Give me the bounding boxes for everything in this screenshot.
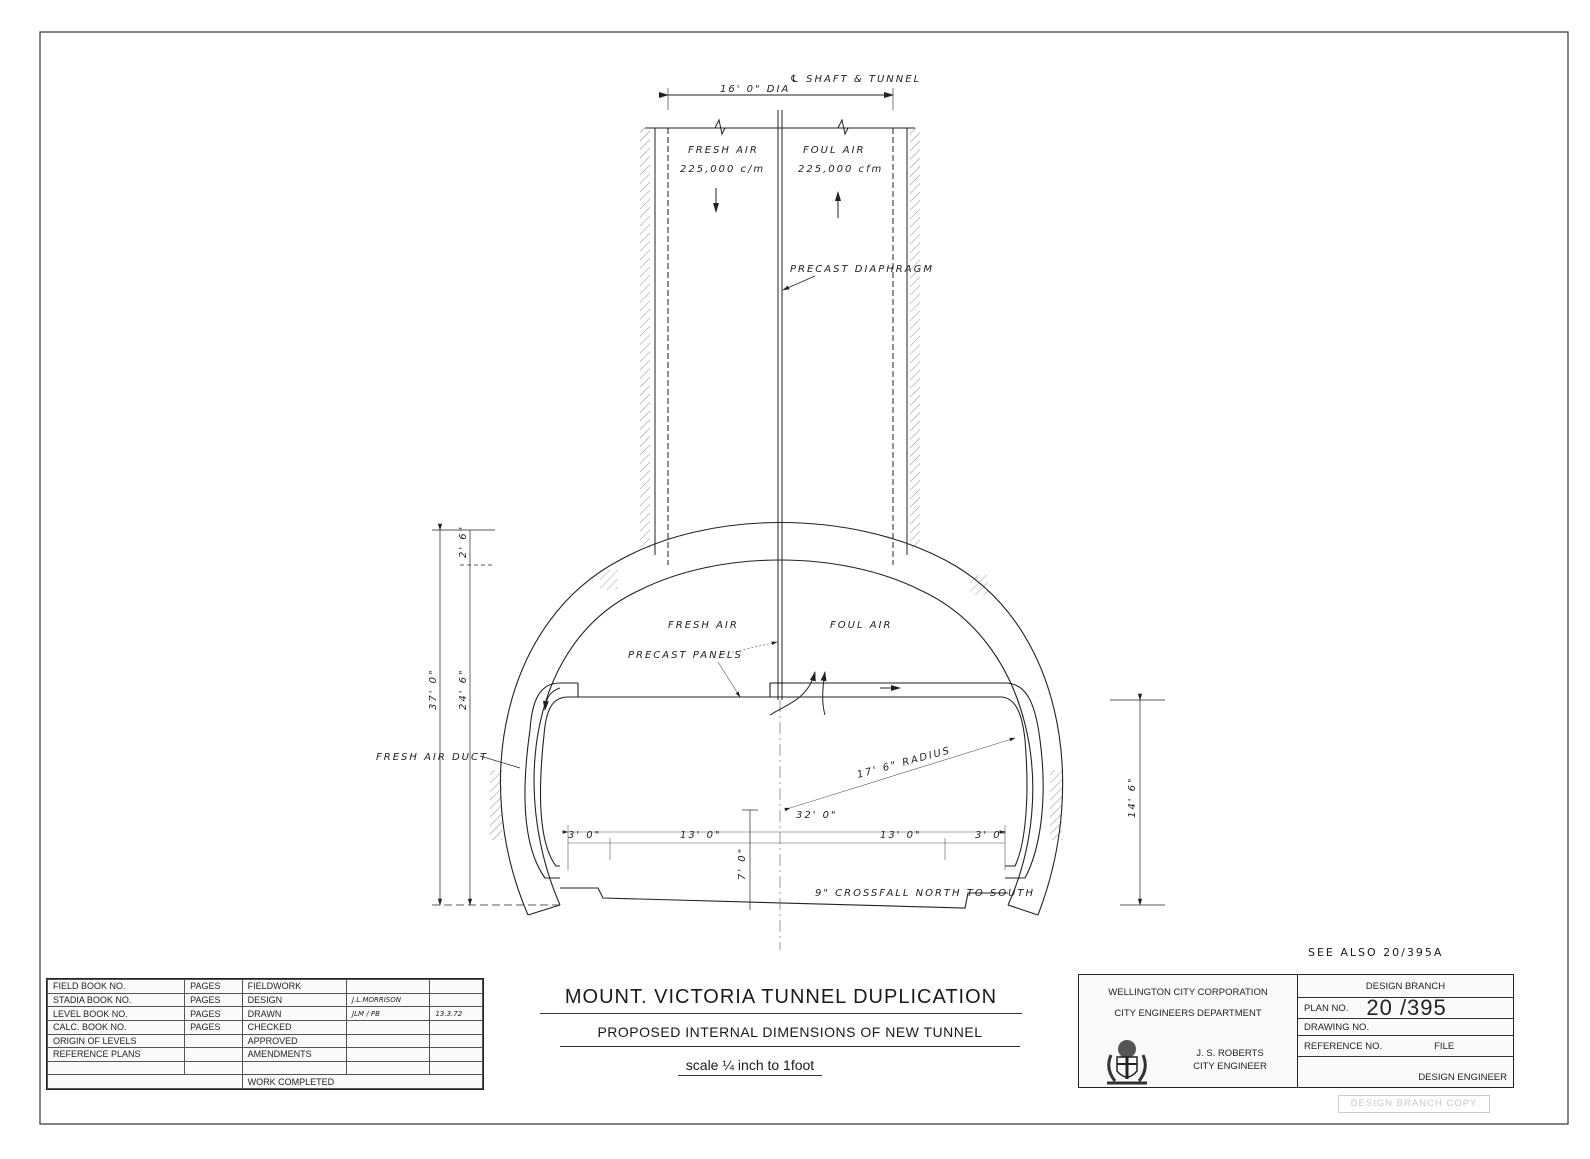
headroom-label: 7' 0" [737, 847, 748, 880]
segment-2-label: 13' 0" [680, 830, 722, 841]
diaphragm-label: PRECAST DIAPHRAGM [790, 264, 934, 275]
see-also-note: SEE ALSO 20/395A [1308, 946, 1444, 959]
ventilation-shaft [640, 110, 920, 700]
inner-height-label: 24' 6" [458, 668, 469, 710]
shaft-dia-dimension: 16' 0" DIA ℄ SHAFT & TUNNEL [659, 74, 921, 110]
overall-height-label: 37' 0" [428, 668, 439, 710]
engineer-title: CITY ENGINEER [1193, 1061, 1267, 1072]
branch-label: DESIGN BRANCH [1365, 980, 1446, 992]
scale-label: scale ¼ inch to 1foot [677, 1057, 823, 1076]
airflow-arrow-icon [820, 671, 827, 716]
width-dimensions [562, 825, 1006, 870]
height-dimensions [432, 523, 1165, 906]
table-row: WORK COMPLETED [47, 1074, 484, 1089]
tunnel-fresh-air-label: FRESH AIR [668, 620, 739, 631]
airflow-arrow-icon [769, 671, 816, 716]
table-row [46, 1060, 483, 1076]
shaft-fresh-air-label: FRESH AIR [688, 145, 759, 156]
plan-no-label: PLAN NO. [1304, 1002, 1349, 1014]
title-block: MOUNT. VICTORIA TUNNEL DUPLICATION PROPO… [540, 980, 1040, 1090]
tunnel-lining [499, 522, 1064, 916]
segment-4-label: 3' 0" [975, 830, 1008, 841]
page-title: MOUNT. VICTORIA TUNNEL DUPLICATION [540, 980, 1022, 1014]
shaft-fresh-air-flow: 225,000 c/m [680, 164, 765, 175]
corporation-block: WELLINGTON CITY CORPORATION CITY ENGINEE… [1078, 974, 1514, 1088]
crown-thickness-label: 2' 6" [458, 525, 469, 558]
sheet-border [39, 31, 1569, 1125]
crossfall-label: 9" CROSSFALL NORTH TO SOUTH [815, 888, 1035, 899]
total-width-label: 32' 0" [796, 810, 838, 821]
corporation-name: WELLINGTON CITY CORPORATION [1108, 987, 1268, 998]
engineer-name: J. S. ROBERTS [1196, 1048, 1264, 1059]
file-label: FILE [1434, 1040, 1455, 1052]
copy-stamp: DESIGN BRANCH COPY [1338, 1095, 1490, 1113]
fresh-air-duct-label: FRESH AIR DUCT [376, 752, 488, 763]
drawing-no-label: DRAWING NO. [1304, 1021, 1370, 1033]
radius-label: 17' 6" RADIUS [856, 745, 952, 781]
page-subtitle: PROPOSED INTERNAL DIMENSIONS OF NEW TUNN… [560, 1024, 1020, 1047]
segment-1-label: 3' 0" [568, 830, 601, 841]
centerline-label: ℄ SHAFT & TUNNEL [790, 74, 921, 85]
plan-number: 20 /395 [1366, 995, 1447, 1020]
design-engineer-label: DESIGN ENGINEER [1418, 1072, 1507, 1083]
department-name: CITY ENGINEERS DEPARTMENT [1114, 1008, 1262, 1019]
segment-3-label: 13' 0" [880, 830, 922, 841]
clearance-height-label: 14' 6" [1127, 776, 1138, 818]
shaft-foul-air-label: FOUL AIR [803, 145, 865, 156]
shaft-foul-air-flow: 225,000 cfm [798, 164, 883, 175]
reference-no-label: REFERENCE NO. [1304, 1040, 1383, 1052]
city-crest-icon [1107, 1040, 1147, 1085]
precast-panels-label: PRECAST PANELS [628, 650, 743, 661]
tunnel-foul-air-label: FOUL AIR [830, 620, 892, 631]
shaft-dia-label: 16' 0" DIA [720, 84, 790, 95]
